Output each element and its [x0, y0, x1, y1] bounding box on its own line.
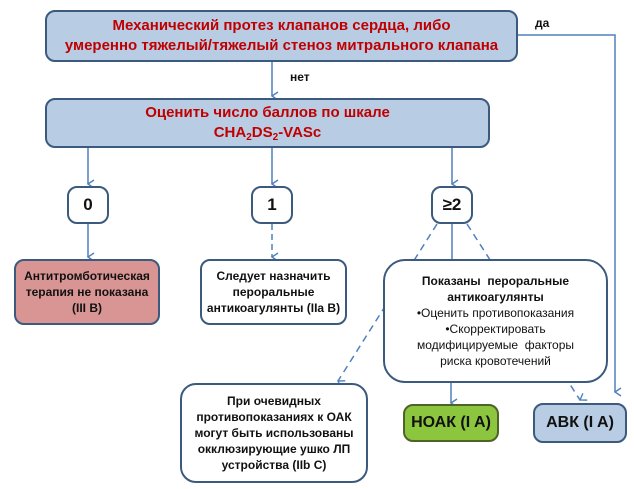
score-assessment-line1: Оценить число баллов по шкале [145, 104, 390, 121]
result-title-line: антикоагулянты [447, 290, 544, 304]
score-assessment-box: Оценить число баллов по шкале CHA2DS2-VA… [45, 98, 490, 148]
noac-label: НОАК (I A) [411, 414, 491, 431]
score-option-label: 1 [267, 195, 277, 214]
result-line: (III B) [72, 301, 102, 315]
result-bullet: •Оценить противопоказания [416, 306, 575, 320]
laa-line: могут быть использованы [194, 426, 354, 440]
result-line: терапия не показана [25, 285, 149, 299]
score-name-sub: 2 [272, 132, 279, 143]
valve-condition-box: Механический протез клапанов сердца, либ… [45, 10, 518, 62]
noac-box: НОАК (I A) [403, 404, 499, 442]
laa-line: При очевидных [227, 394, 321, 408]
result-oac-indicated-box: Показаны пероральные антикоагулянты •Оце… [383, 259, 608, 383]
result-line: Антитромботическая [24, 269, 150, 283]
score-option-2-plus: ≥2 [431, 186, 473, 224]
valve-condition-line2: умеренно тяжелый/тяжелый стеноз митральн… [64, 37, 499, 54]
result-title-line: Показаны пероральные [421, 274, 570, 288]
score-option-label: ≥2 [442, 195, 462, 214]
result-line: антикоагулянты (IIa B) [206, 301, 341, 315]
valve-condition-line1: Механический протез клапанов сердца, либ… [112, 17, 451, 34]
score-name: CHA2DS2-VASc [214, 123, 322, 143]
result-consider-oac-box: Следует назначить пероральные антикоагул… [200, 259, 347, 325]
vka-label: АВК (I A) [546, 414, 614, 431]
result-bullet: •Скорректировать [445, 322, 546, 336]
edge-label-no: нет [290, 70, 310, 84]
result-line: пероральные [232, 285, 315, 299]
score-option-0: 0 [67, 186, 109, 224]
edge-label-yes: да [535, 16, 550, 30]
laa-line: противопоказаниях к ОАК [196, 410, 352, 424]
laa-occlusion-box: При очевидных противопоказаниях к ОАК мо… [180, 383, 368, 483]
score-name-part: CHA [213, 124, 247, 141]
score-option-1: 1 [251, 186, 293, 224]
score-name-part: -VASc [278, 124, 322, 141]
result-bullet-continuation: модифицируемые факторы [416, 338, 575, 352]
result-bullet-continuation: риска кровотечений [440, 354, 551, 368]
result-line: Следует назначить [216, 269, 331, 283]
laa-line: окклюзирующие ушко ЛП [197, 442, 351, 456]
score-name-sub: 2 [246, 132, 252, 143]
score-name-part: DS [251, 124, 273, 141]
result-no-therapy-box: Антитромботическая терапия не показана (… [14, 259, 160, 325]
score-option-label: 0 [83, 195, 93, 214]
laa-line: устройства (IIb C) [221, 458, 327, 472]
vka-box: АВК (I A) [533, 403, 627, 443]
edge-2-laa [336, 223, 438, 388]
edge-yes [518, 34, 622, 397]
